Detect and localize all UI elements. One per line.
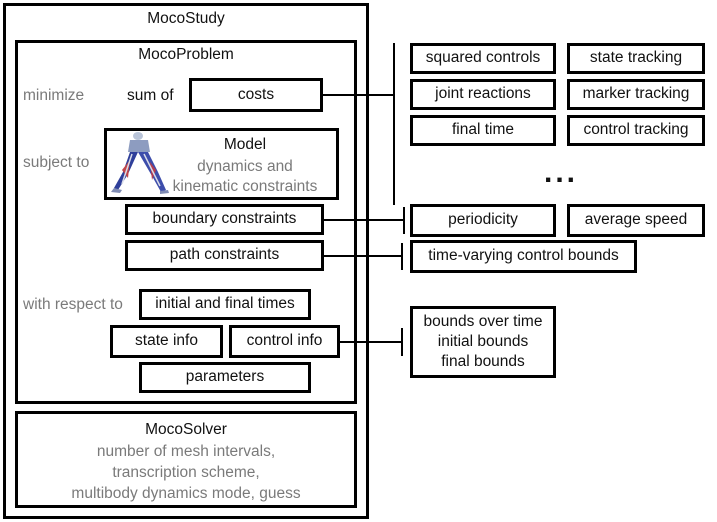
moco-solver-line3: multibody dynamics mode, guess [71,485,301,502]
boundary-option-average-speed: average speed [567,204,705,237]
minimize-label: minimize [23,87,85,104]
path-constraints-box: path constraints [125,240,324,271]
sum-of-label: sum of [127,87,174,104]
moco-solver-line2: transcription scheme, [112,464,260,481]
model-line2: kinematic constraints [172,178,318,195]
control-info-label: control info [246,332,323,350]
state-info-label: state info [135,332,198,350]
moco-solver-line1: number of mesh intervals, [96,443,276,460]
moco-problem-title: MocoProblem [138,46,234,63]
model-title: Model [223,136,267,153]
cost-option-label: final time [451,121,515,139]
path-constraints-label: path constraints [169,246,280,264]
bounds-options-box: bounds over time initial bounds final bo… [410,306,556,378]
with-respect-to-label: with respect to [23,296,123,313]
moco-study-title: MocoStudy [147,10,225,27]
initial-final-times-box: initial and final times [139,289,311,320]
cost-option-label: squared controls [425,49,541,67]
bounds-option-over-time: bounds over time [423,312,543,330]
subject-to-label: subject to [23,154,90,171]
cost-option-joint-reactions: joint reactions [410,79,556,110]
parameters-label: parameters [185,368,265,386]
boundary-constraints-box: boundary constraints [125,204,324,235]
musculoskeletal-model-icon [111,132,169,194]
cost-option-squared-controls: squared controls [410,43,556,74]
boundary-option-label: average speed [584,211,688,229]
path-option-label: time-varying control bounds [428,247,619,265]
cost-option-label: joint reactions [435,85,531,103]
cost-option-final-time: final time [410,115,556,146]
bounds-option-initial: initial bounds [437,332,529,350]
cost-option-label: state tracking [589,49,683,67]
boundary-constraints-label: boundary constraints [152,210,297,228]
model-line1: dynamics and [197,158,293,175]
cost-option-marker-tracking: marker tracking [567,79,705,110]
state-info-box: state info [110,325,223,358]
moco-solver-box [15,411,357,508]
boundary-option-periodicity: periodicity [410,204,556,237]
cost-option-label: marker tracking [582,85,690,103]
costs-label: costs [237,85,275,103]
cost-option-label: control tracking [583,121,689,139]
ellipsis: ... [544,156,579,189]
moco-solver-title: MocoSolver [145,421,227,438]
bounds-option-final: final bounds [441,353,525,371]
parameters-box: parameters [139,362,311,393]
costs-box: costs [189,78,323,112]
cost-option-state-tracking: state tracking [567,43,705,74]
cost-option-control-tracking: control tracking [567,115,705,146]
control-info-box: control info [229,325,340,358]
initial-final-times-label: initial and final times [155,295,295,313]
path-option-time-varying-bounds: time-varying control bounds [410,240,637,273]
boundary-option-label: periodicity [448,211,518,229]
